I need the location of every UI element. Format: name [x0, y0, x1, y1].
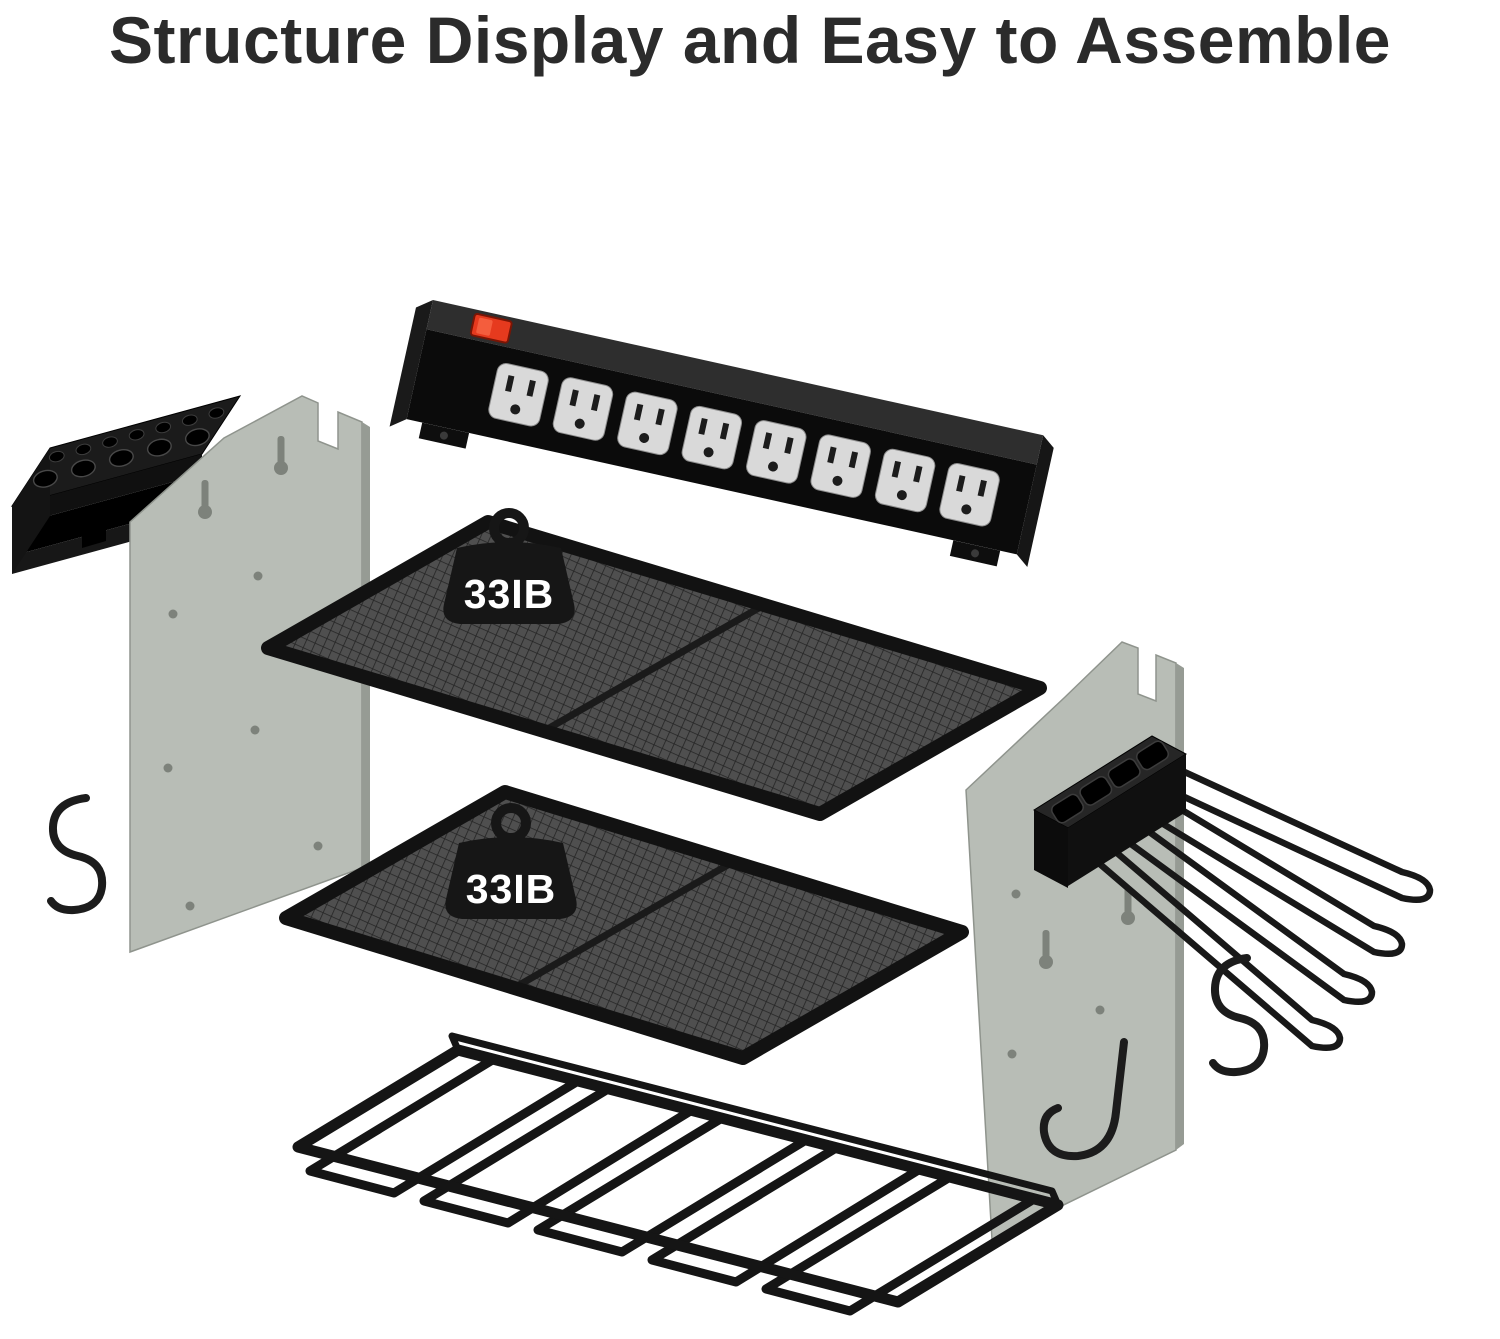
rack-prong [1090, 789, 1376, 1005]
side-tool-hanging-rack [1033, 735, 1434, 1051]
rack-loop [647, 1143, 925, 1287]
side-rack-front-face [1068, 754, 1186, 886]
weight-lower: 33IB [445, 803, 577, 919]
bracket-small-holes [48, 407, 225, 463]
right-panel-keyholes [1039, 886, 1135, 969]
power-outlet [681, 405, 743, 470]
front-tool-hanging-rack [292, 1032, 1064, 1316]
power-switch [469, 313, 513, 344]
bracket-front-face [12, 454, 202, 526]
weight-upper: 33IB [443, 508, 575, 624]
s-hook-left [47, 794, 107, 915]
rack-prong [1118, 771, 1406, 957]
rack-loop [533, 1113, 811, 1257]
power-outlet [810, 434, 871, 498]
rack-loop [761, 1172, 1039, 1316]
right-panel-plate [965, 641, 1177, 1242]
power-outlet [939, 463, 1000, 527]
flange-screw-hole [971, 549, 980, 558]
power-outlet [488, 363, 549, 427]
bracket-large-holes [32, 428, 210, 488]
lower-mesh-shelf [279, 785, 969, 1065]
power-outlet [617, 391, 678, 456]
lower-weight-label: 33IB [466, 866, 557, 912]
upper-shelf-frame [261, 515, 1047, 821]
power-outlet [874, 448, 936, 513]
left-panel-screw-holes [163, 571, 323, 911]
power-strip-right-end [1016, 435, 1054, 567]
flange-screw-hole [439, 431, 448, 440]
s-hook-right [1209, 954, 1269, 1077]
bracket-slot [82, 525, 106, 548]
lower-shelf-center-bar [512, 858, 735, 992]
left-side-panel [129, 395, 370, 954]
side-rack-left-face [1034, 810, 1068, 888]
power-outlet [746, 420, 807, 484]
rack-loop [305, 1054, 583, 1198]
page-title: Structure Display and Easy to Assemble [109, 3, 1391, 77]
front-rack-frame [292, 1044, 1064, 1308]
upper-weight-label: 33IB [464, 571, 555, 617]
rack-prong [1146, 753, 1434, 903]
j-hook-right [1039, 1038, 1128, 1161]
power-strip [389, 300, 1054, 567]
upper-mesh-shelf [261, 515, 1047, 821]
side-rack-prongs [1062, 753, 1434, 1051]
rack-loop [419, 1084, 697, 1228]
left-panel-keyholes [198, 436, 288, 519]
weight-body [443, 542, 575, 624]
rack-prong [1062, 807, 1344, 1051]
hooks [47, 794, 1269, 1161]
bracket-channel-opening [12, 474, 202, 556]
weight-body [445, 837, 577, 919]
upper-shelf-center-bar [542, 601, 766, 735]
side-rack-sockets [1050, 740, 1170, 824]
right-side-panel [965, 641, 1184, 1242]
front-rack-loops [305, 1054, 1039, 1316]
power-outlet [552, 377, 614, 441]
power-strip-top-face [426, 300, 1044, 465]
lower-shelf-frame [279, 785, 969, 1065]
left-panel-plate [129, 395, 363, 954]
power-strip-left-end [389, 300, 433, 427]
power-outlets [488, 363, 1000, 527]
